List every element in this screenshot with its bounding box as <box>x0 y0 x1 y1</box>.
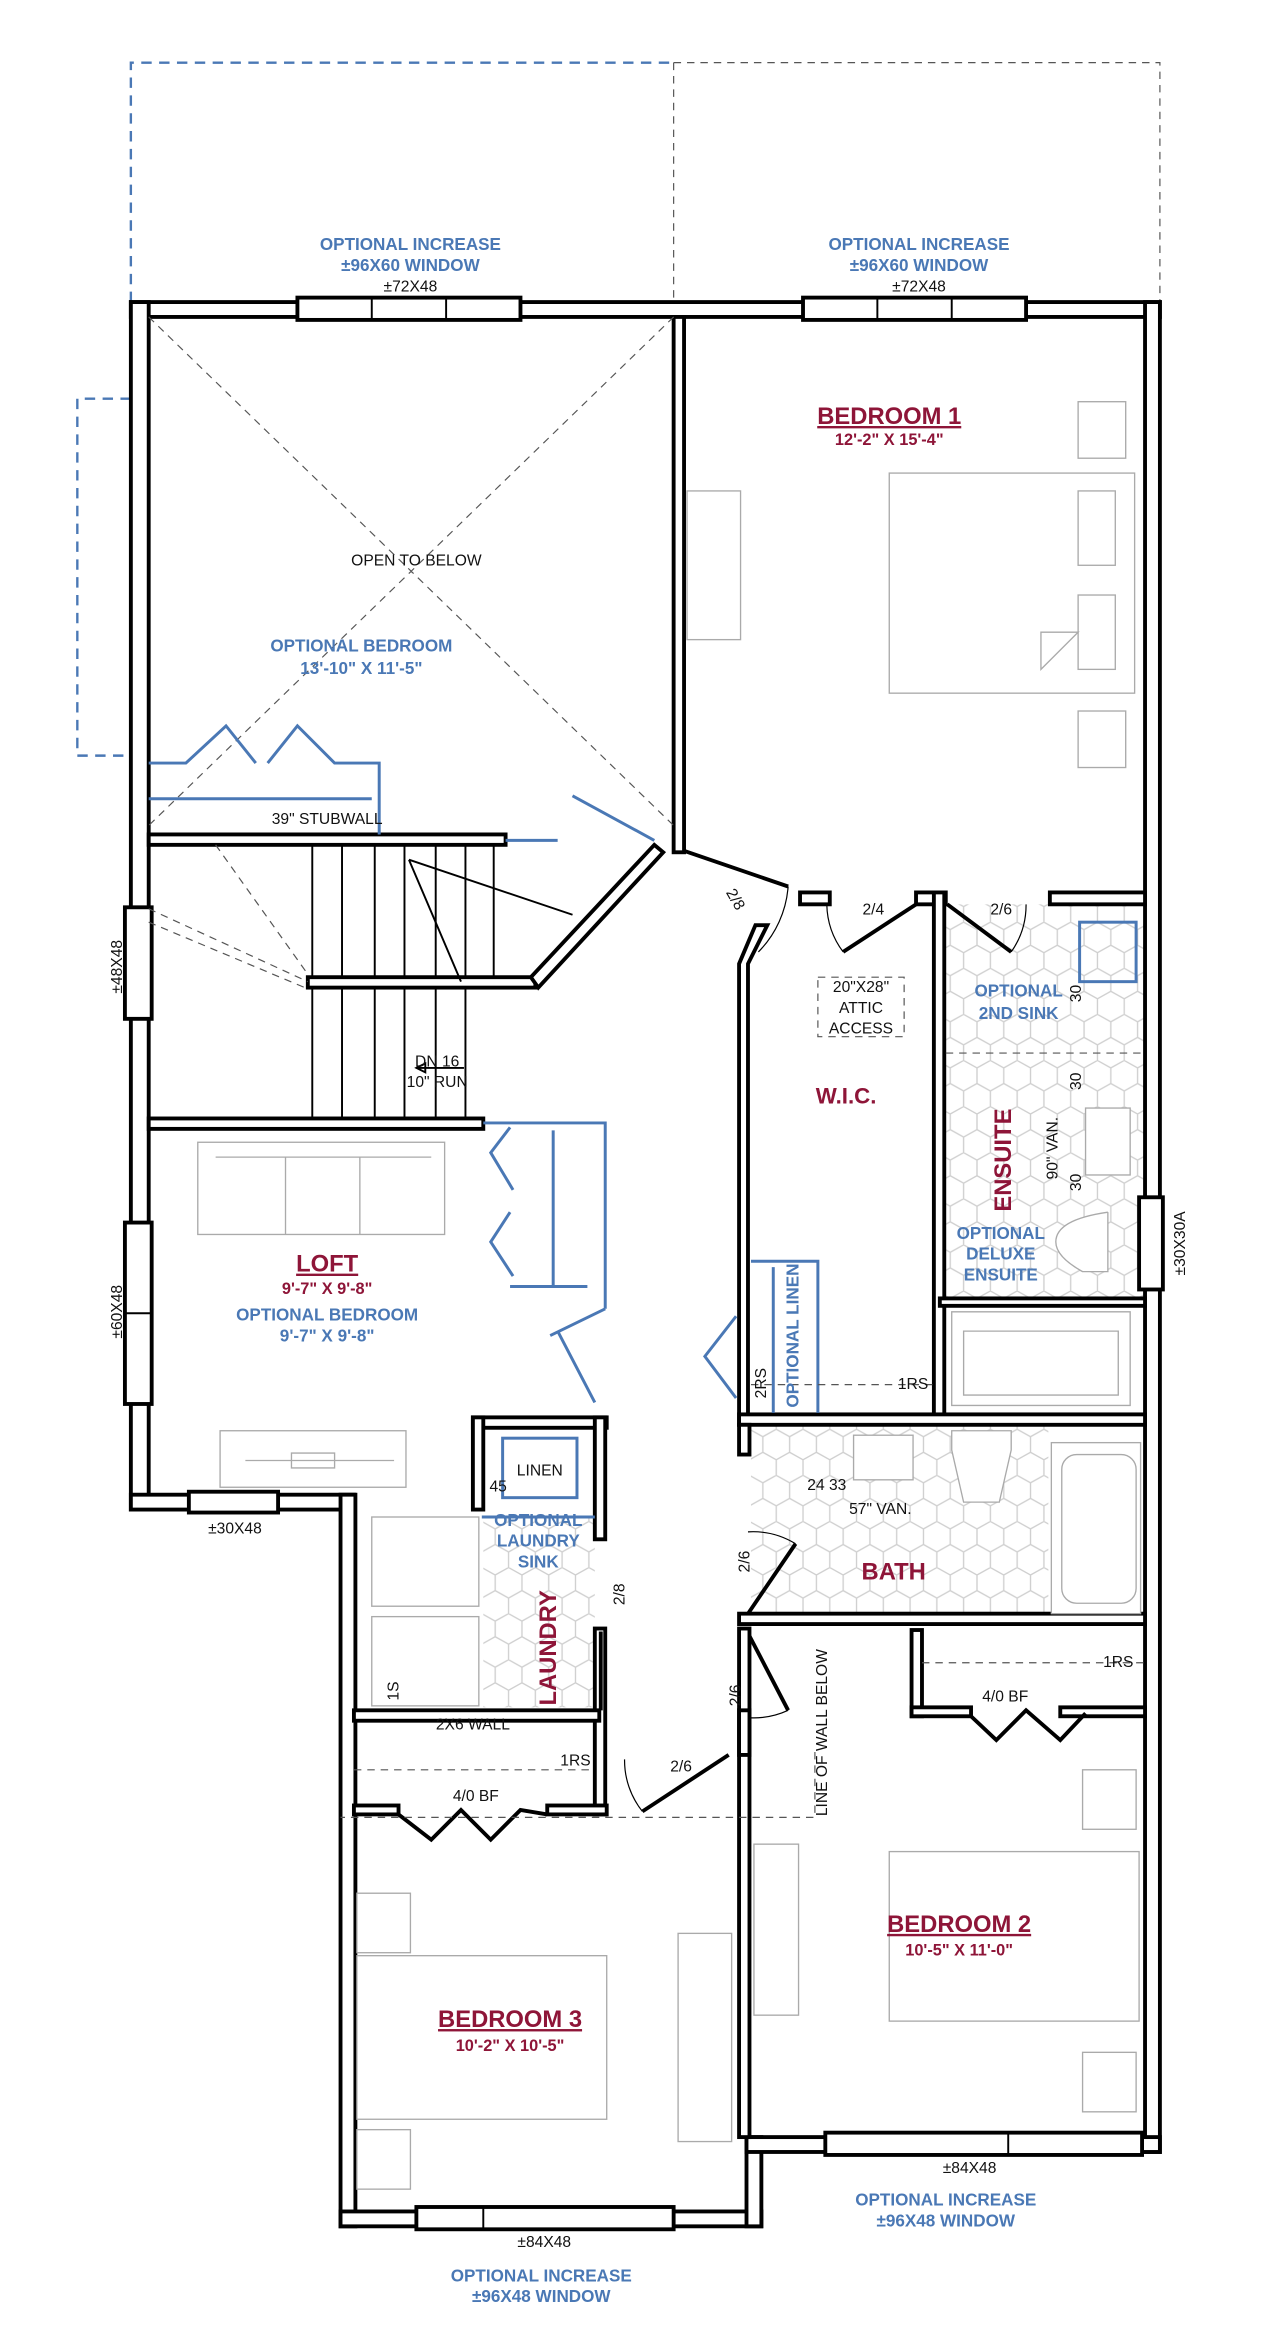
optional-bedroom-closet <box>148 723 1138 1519</box>
bath-dims: 24 33 <box>807 1477 846 1494</box>
bed2-closet-label: 4/0 BF <box>982 1688 1028 1705</box>
laundry-tile-floor <box>483 1516 595 1708</box>
optional-bedroom-dims: 13'-10" X 11'-5" <box>300 659 422 678</box>
door-size-wic: 2/4 <box>862 902 884 919</box>
optional-2nd-sink-line2: 2ND SINK <box>979 1004 1059 1023</box>
open-to-below-cross <box>148 316 675 826</box>
stair-run: 10" RUN <box>407 1074 468 1091</box>
optional-deluxe-line1: OPTIONAL <box>957 1224 1045 1243</box>
attic-label: ATTIC <box>839 1000 883 1017</box>
bed2-closet-rod-shelf: 1RS <box>1103 1654 1133 1671</box>
window-note-line1: OPTIONAL INCREASE <box>451 2266 632 2285</box>
wic-rod-shelf: 1RS <box>898 1376 928 1393</box>
window-size: ±72X48 <box>892 279 946 296</box>
window-size: ±72X48 <box>384 279 438 296</box>
attic-size: 20"X28" <box>833 979 889 996</box>
window-note-line1: OPTIONAL INCREASE <box>855 2191 1036 2210</box>
line-of-wall-note: LINE OF WALL BELOW <box>814 1649 831 1816</box>
bedroom1-title: BEDROOM 1 <box>817 403 961 430</box>
window-note-line1: OPTIONAL INCREASE <box>320 235 501 254</box>
ensuite-tile-floor <box>945 904 1146 1299</box>
door-size-bed3: 2/6 <box>670 1758 692 1775</box>
door-size-bath: 2/6 <box>736 1551 753 1573</box>
optional-2nd-sink-line1: OPTIONAL <box>974 982 1062 1001</box>
window-loft-size: ±30X48 <box>208 1520 262 1537</box>
window-size: ±84X48 <box>517 2234 571 2251</box>
window-bedroom3-note: ±84X48 OPTIONAL INCREASE ±96X48 WINDOW <box>451 2234 632 2306</box>
attic-label-2: ACCESS <box>829 1021 893 1038</box>
window-left-lower-size: ±60X48 <box>109 1285 126 1339</box>
bedroom2-dims: 10'-5" X 11'-0" <box>905 1942 1013 1960</box>
bath-vanity: 57" VAN. <box>849 1501 912 1518</box>
door-size-laundry: 2/8 <box>612 1583 629 1605</box>
door-size-bed1: 2/8 <box>722 886 748 913</box>
open-to-below-label: OPEN TO BELOW <box>351 552 482 569</box>
laundry-wall-note: 2X6 WALL <box>436 1717 510 1734</box>
doors[interactable] <box>397 848 1087 1843</box>
linen-dim: 45 <box>489 1479 507 1496</box>
optional-extension-outline <box>76 61 1161 757</box>
window-bedroom2-note: ±84X48 OPTIONAL INCREASE ±96X48 WINDOW <box>855 2160 1036 2231</box>
bedroom3-dims: 10'-2" X 10'-5" <box>456 2037 565 2055</box>
window-note-line2: ±96X48 WINDOW <box>472 2287 611 2306</box>
wic-title: W.I.C. <box>816 1084 877 1109</box>
staircase[interactable] <box>148 844 573 1119</box>
window-right-size: ±30X30A <box>1172 1211 1189 1276</box>
ensuite-title: ENSUITE <box>990 1109 1017 1212</box>
door-size-bed2: 2/6 <box>728 1685 745 1707</box>
optional-deluxe-line3: ENSUITE <box>964 1266 1038 1285</box>
bed3-closet-label: 4/0 BF <box>453 1788 499 1805</box>
window-note-line2: ±96X48 WINDOW <box>876 2211 1015 2230</box>
loft-optional-label: OPTIONAL BEDROOM <box>236 1306 418 1325</box>
bedroom1-dims: 12'-2" X 15'-4" <box>835 431 944 449</box>
window-top-right-note: OPTIONAL INCREASE ±96X60 WINDOW ±72X48 <box>828 235 1009 296</box>
window-note-line2: ±96X60 WINDOW <box>850 256 989 275</box>
attic-access-hatch[interactable] <box>817 976 905 1038</box>
window-note-line2: ±96X60 WINDOW <box>341 256 480 275</box>
ensuite-dim-c: 30 <box>1068 1173 1085 1191</box>
optional-linen-label: OPTIONAL LINEN <box>784 1264 803 1408</box>
laundry-sink-line2: LAUNDRY <box>497 1532 581 1551</box>
stubwall-label: 39" STUBWALL <box>272 811 383 828</box>
bed3-closet-rod-shelf: 1RS <box>560 1752 590 1769</box>
wic-shelf-rs: 2RS <box>753 1368 770 1398</box>
laundry-sink-line3: SINK <box>518 1553 559 1572</box>
loft-title: LOFT <box>296 1251 359 1278</box>
windows <box>122 295 1165 2232</box>
laundry-title: LAUNDRY <box>535 1590 562 1706</box>
stair-direction: DN 16 <box>415 1053 459 1070</box>
window-size: ±84X48 <box>943 2160 997 2177</box>
furniture <box>197 401 1146 2190</box>
loft-optional-dims: 9'-7" X 9'-8" <box>280 1327 375 1346</box>
ensuite-vanity: 90" VAN. <box>1044 1117 1061 1180</box>
window-left-upper-size: ±48X48 <box>109 940 126 994</box>
loft-dims: 9'-7" X 9'-8" <box>282 1280 373 1298</box>
laundry-shelf: 1S <box>386 1681 403 1700</box>
window-top-left-note: OPTIONAL INCREASE ±96X60 WINDOW ±72X48 <box>320 235 501 296</box>
ensuite-dim-b: 30 <box>1068 1072 1085 1090</box>
interior-walls <box>146 315 1147 2140</box>
bedroom2-title: BEDROOM 2 <box>887 1911 1031 1938</box>
linen-label: LINEN <box>517 1462 563 1479</box>
optional-deluxe-line2: DELUXE <box>966 1245 1035 1264</box>
door-size-ensuite: 2/6 <box>990 902 1012 919</box>
bath-title: BATH <box>862 1558 926 1585</box>
laundry-sink-line1: OPTIONAL <box>494 1511 582 1530</box>
optional-bedroom-label: OPTIONAL BEDROOM <box>270 637 452 656</box>
ensuite-dim-a: 30 <box>1068 985 1085 1003</box>
window-note-line1: OPTIONAL INCREASE <box>828 235 1009 254</box>
bedroom3-title: BEDROOM 3 <box>438 2006 582 2033</box>
